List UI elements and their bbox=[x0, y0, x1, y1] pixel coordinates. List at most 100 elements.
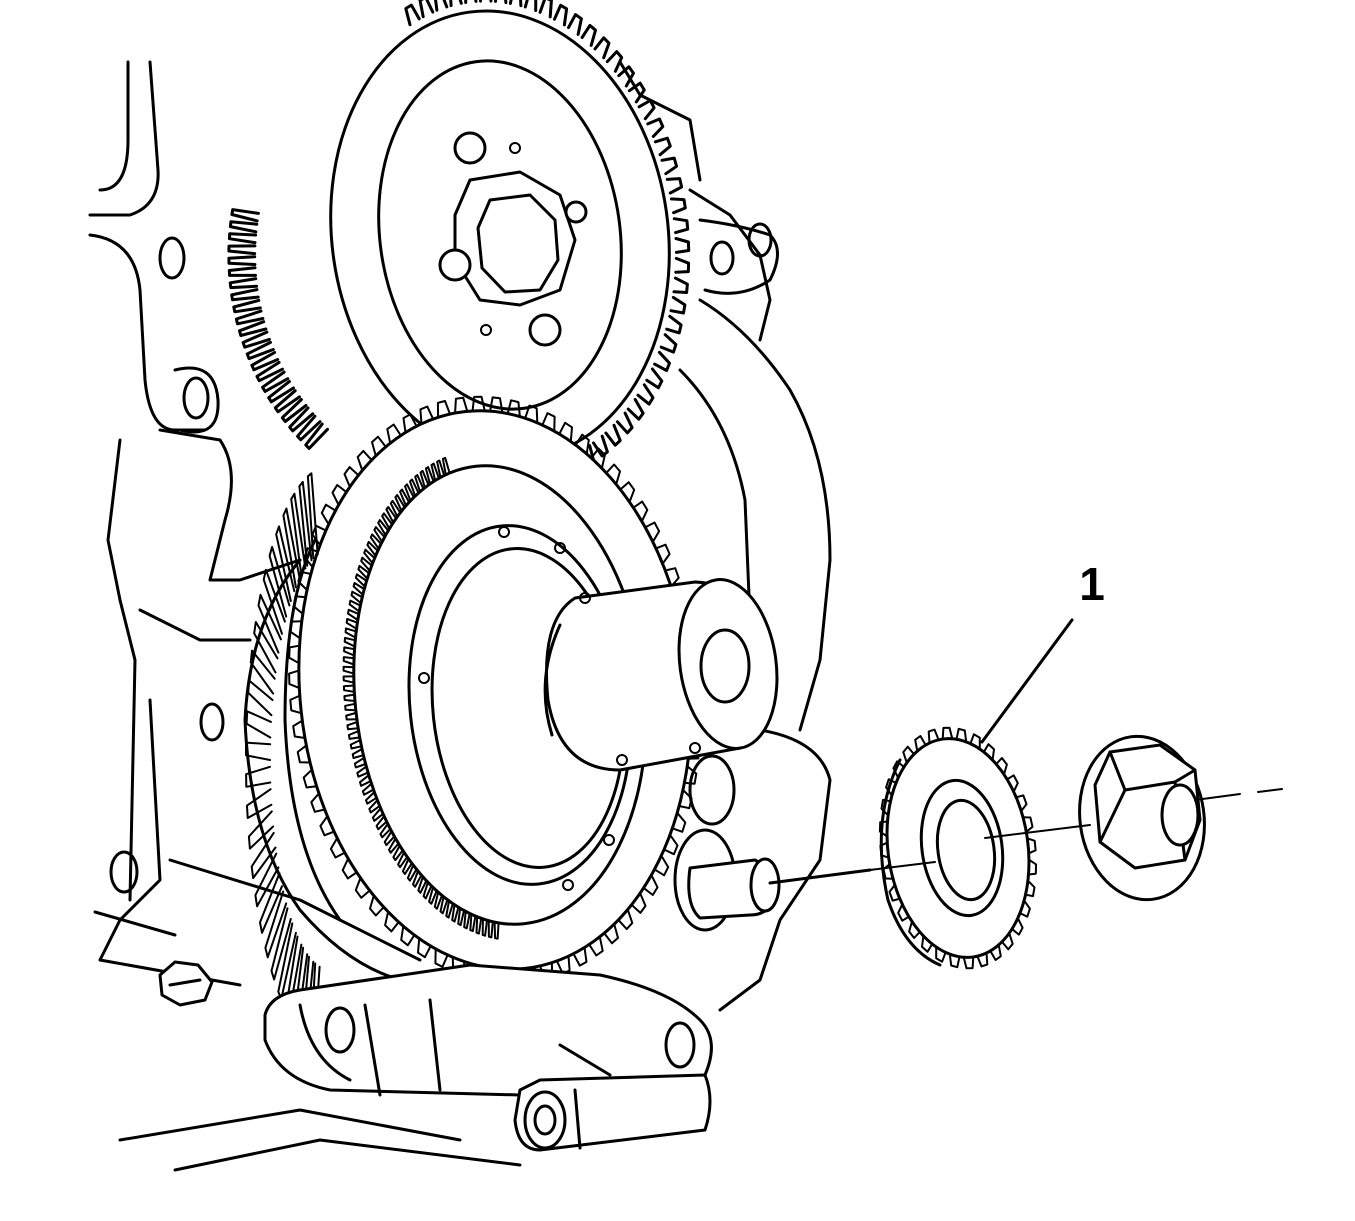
lower-mounting-bracket bbox=[158, 960, 713, 1152]
gear-tooth bbox=[227, 255, 257, 266]
gear-tooth bbox=[487, 919, 494, 939]
gear-tooth bbox=[1027, 858, 1038, 876]
gear-tooth bbox=[275, 525, 296, 602]
gear-tooth bbox=[371, 807, 385, 822]
gear-tooth bbox=[247, 810, 275, 850]
gear-tooth bbox=[479, 0, 493, 3]
gear-tooth bbox=[615, 411, 634, 435]
gear-tooth bbox=[663, 833, 679, 856]
gear-tooth bbox=[288, 644, 301, 665]
gear-tooth bbox=[357, 564, 371, 580]
idler-gear-shaft bbox=[673, 754, 872, 932]
gear-tooth bbox=[369, 533, 383, 550]
gear-tooth bbox=[296, 744, 312, 764]
gear-tooth bbox=[989, 943, 1002, 961]
gear-tooth bbox=[389, 499, 402, 518]
gear-tooth bbox=[377, 519, 390, 537]
gear-tooth bbox=[572, 946, 588, 967]
gear-tooth bbox=[603, 923, 619, 945]
gear-tooth bbox=[645, 367, 664, 390]
gear-tooth bbox=[412, 870, 423, 888]
gear-tooth bbox=[627, 81, 646, 104]
gear-tooth bbox=[434, 0, 449, 12]
gear-tooth bbox=[262, 568, 286, 635]
gear-tooth bbox=[665, 314, 683, 335]
gear-tooth bbox=[653, 854, 670, 877]
retaining-nut bbox=[1093, 743, 1202, 870]
gear-tooth bbox=[409, 478, 420, 498]
gear-tooth bbox=[259, 872, 283, 934]
gear-tooth bbox=[249, 649, 276, 695]
gear-tooth bbox=[574, 433, 590, 455]
gear-tooth bbox=[1015, 794, 1028, 813]
gear-tooth bbox=[343, 466, 360, 488]
gear-tooth bbox=[268, 545, 291, 618]
gear-tooth bbox=[636, 383, 655, 406]
gear-tooth bbox=[419, 405, 435, 425]
gear-tooth bbox=[630, 892, 647, 914]
gear-tooth bbox=[464, 0, 478, 4]
gear-tooth bbox=[245, 710, 272, 739]
gear-tooth bbox=[665, 177, 684, 195]
gear-tooth bbox=[902, 745, 915, 764]
gear-tooth bbox=[399, 488, 411, 507]
gear-tooth bbox=[617, 65, 635, 88]
gear-tooth bbox=[524, 404, 539, 424]
gear-tooth bbox=[469, 913, 477, 933]
gear-tooth bbox=[567, 13, 583, 36]
gear-tooth bbox=[436, 459, 446, 479]
gear-tooth bbox=[445, 899, 454, 919]
gear-tooth bbox=[590, 447, 606, 470]
gear-tooth bbox=[433, 891, 443, 910]
gear-tooth bbox=[406, 864, 418, 882]
gear-tooth bbox=[383, 830, 396, 847]
gear-tooth bbox=[475, 915, 483, 935]
gear-tooth bbox=[672, 217, 690, 235]
gear-tooth bbox=[250, 351, 280, 372]
gear-tooth bbox=[494, 0, 508, 5]
gear-tooth bbox=[463, 910, 471, 930]
gear-tooth bbox=[457, 907, 465, 927]
gear-tooth bbox=[354, 876, 371, 899]
gear-tooth bbox=[674, 256, 691, 274]
gear-tooth bbox=[356, 765, 369, 778]
gear-tooth bbox=[671, 811, 687, 833]
gear-tooth bbox=[506, 399, 521, 418]
gear-tooth bbox=[394, 494, 406, 513]
gear-tooth bbox=[454, 396, 469, 415]
gear-tooth bbox=[659, 333, 678, 354]
gear-tooth bbox=[254, 852, 280, 908]
gear-tooth bbox=[404, 483, 415, 502]
gear-tooth bbox=[646, 117, 665, 138]
gear-tooth bbox=[449, 0, 463, 8]
gear-tooth bbox=[356, 449, 373, 472]
gear-tooth bbox=[428, 886, 438, 905]
gear-tooth bbox=[605, 463, 621, 486]
gear-tooth bbox=[1001, 932, 1014, 951]
gear-tooth bbox=[1019, 899, 1031, 918]
gear-tooth bbox=[245, 765, 272, 788]
gear-tooth bbox=[290, 492, 307, 577]
gear-tooth bbox=[350, 590, 364, 605]
gear-tooth bbox=[241, 330, 271, 349]
gear-tooth bbox=[664, 567, 680, 588]
gear-tooth bbox=[331, 484, 348, 506]
gear-tooth bbox=[343, 646, 356, 657]
gear-tooth bbox=[436, 400, 451, 419]
gear-tooth bbox=[228, 220, 259, 234]
gear-tooth bbox=[400, 925, 416, 947]
gear-tooth bbox=[354, 573, 368, 588]
gear-tooth bbox=[289, 694, 303, 715]
gear-tooth bbox=[654, 543, 671, 565]
gear-tooth bbox=[280, 398, 308, 423]
gear-tooth bbox=[385, 506, 398, 524]
gear-tooth bbox=[388, 837, 400, 854]
gear-tooth bbox=[384, 910, 400, 933]
gear-tooth bbox=[969, 733, 981, 751]
gear-tooth bbox=[927, 728, 940, 745]
gear-tooth bbox=[341, 857, 358, 880]
gear-tooth bbox=[669, 295, 687, 315]
gear-tooth bbox=[310, 792, 326, 813]
gear-tooth bbox=[948, 953, 961, 969]
